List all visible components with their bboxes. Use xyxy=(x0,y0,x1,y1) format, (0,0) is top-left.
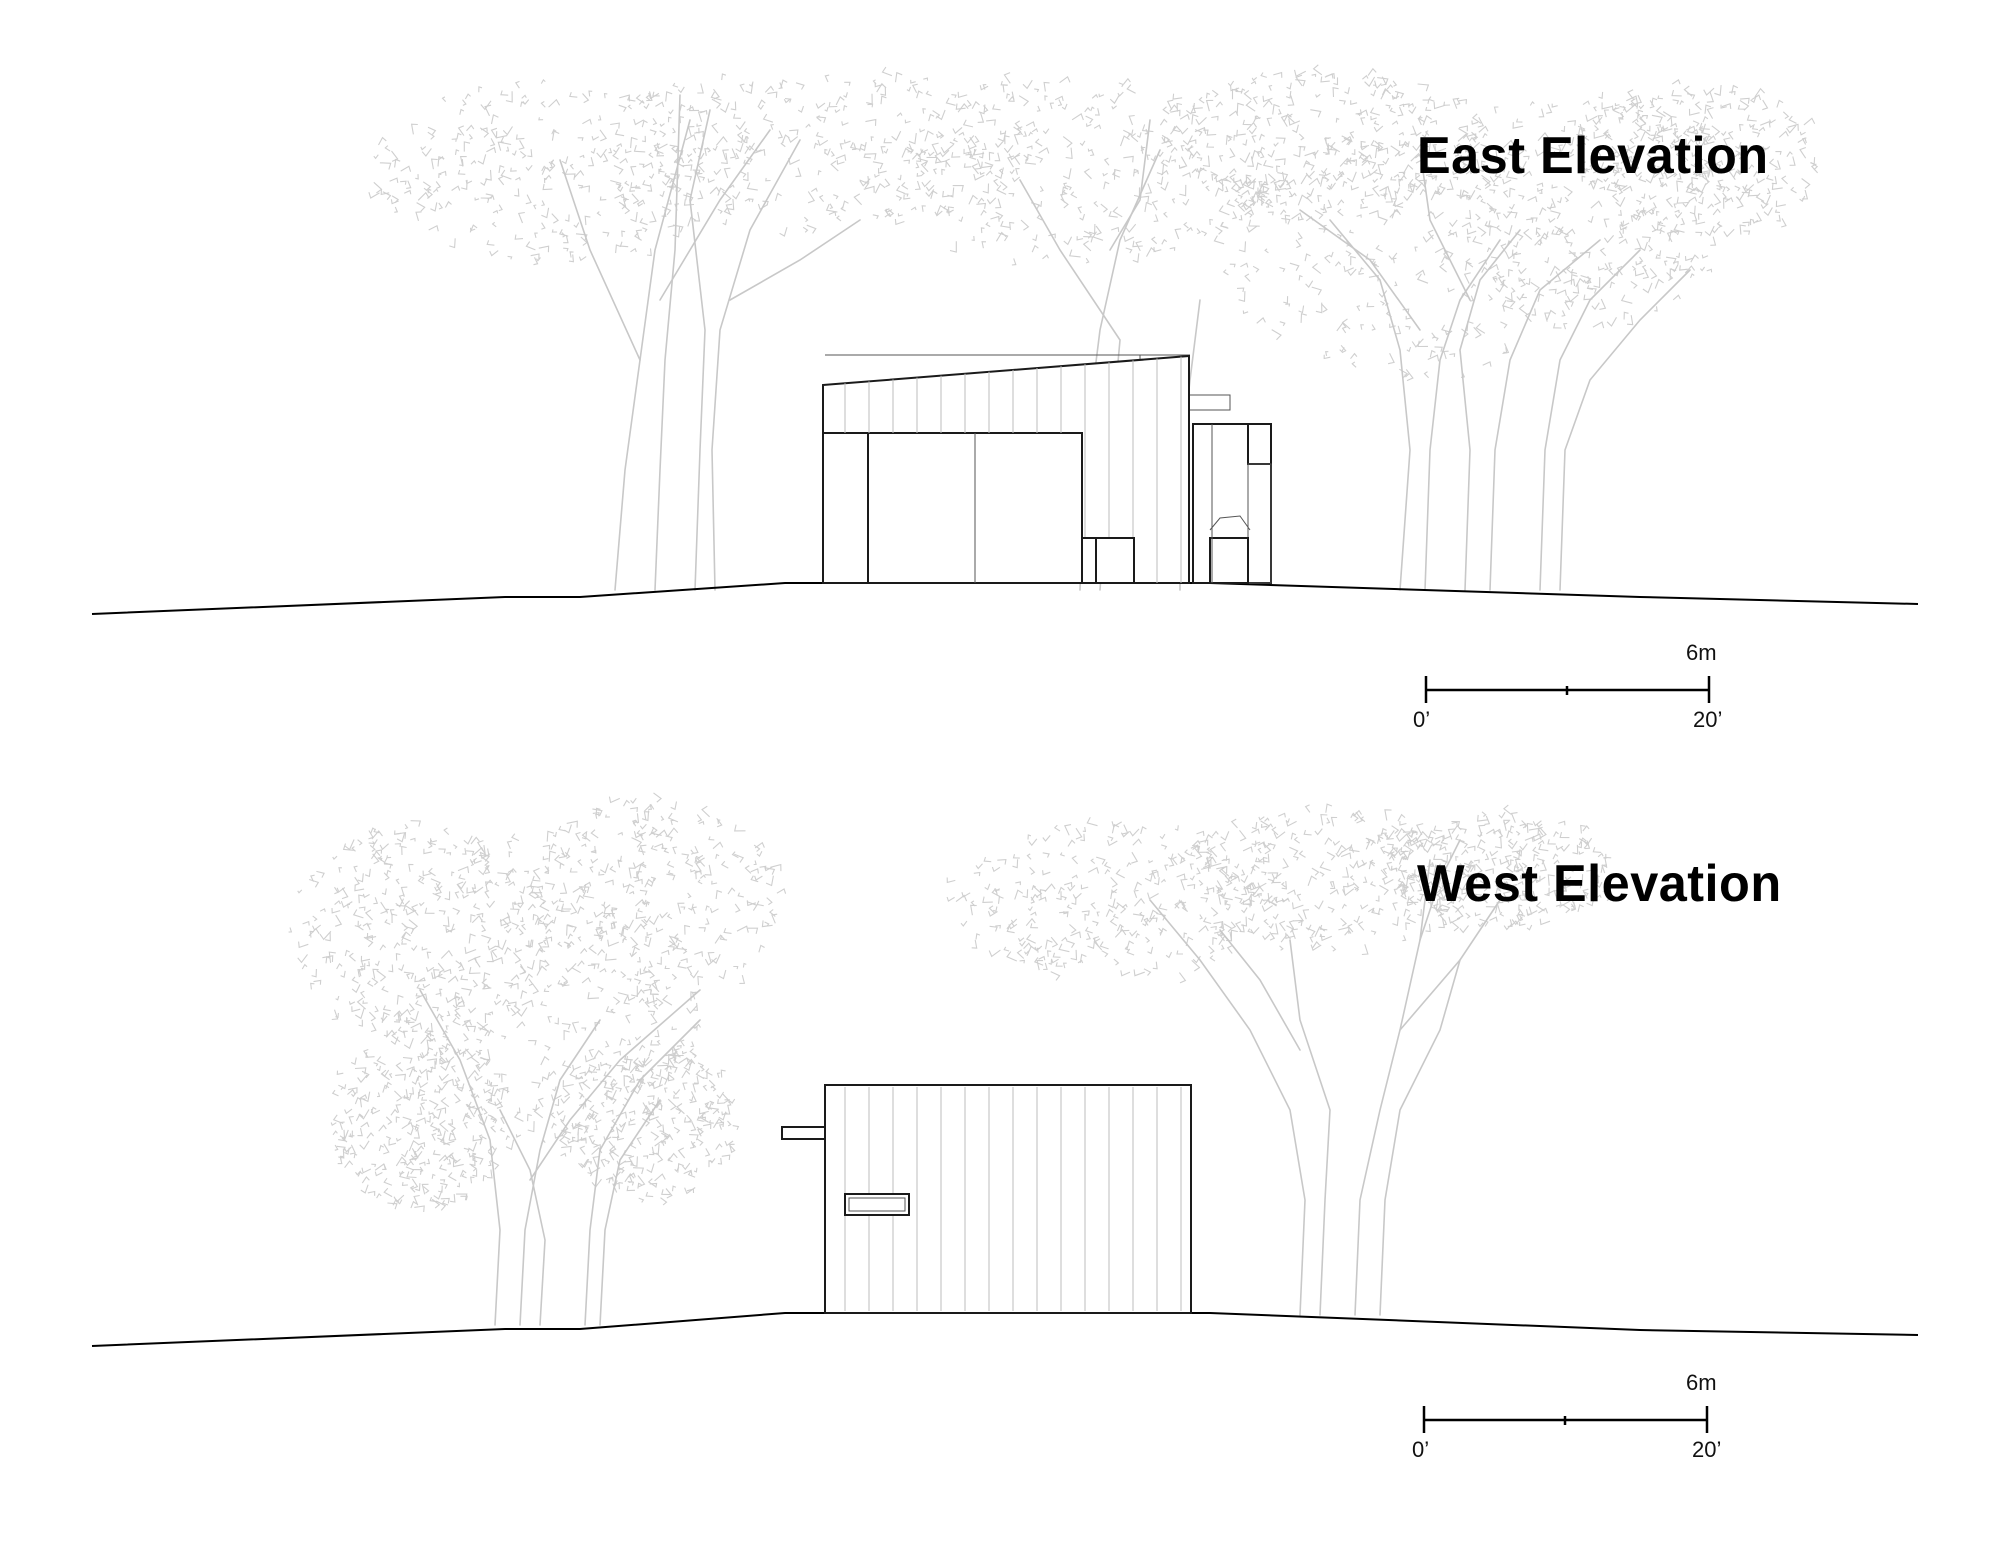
east-elevation-title: East Elevation xyxy=(1417,127,1769,185)
east-scale-start-label: 0’ xyxy=(1413,707,1431,732)
east-building xyxy=(822,354,1272,584)
west-elevation-title: West Elevation xyxy=(1417,855,1782,913)
east-scale-bar xyxy=(1424,676,1711,703)
west-scale-start-label: 0’ xyxy=(1412,1437,1430,1462)
west-scale-metric-label: 6m xyxy=(1686,1370,1717,1395)
east-scale-end-label: 20’ xyxy=(1693,707,1723,732)
west-scale-end-label: 20’ xyxy=(1692,1437,1722,1462)
west-building xyxy=(781,1084,1192,1314)
west-ground-line xyxy=(91,1312,1919,1347)
west-elevation-trees xyxy=(288,792,1613,1326)
west-scale-bar xyxy=(1422,1406,1709,1433)
east-scale-metric-label: 6m xyxy=(1686,640,1717,665)
east-ground-line xyxy=(91,582,1919,615)
